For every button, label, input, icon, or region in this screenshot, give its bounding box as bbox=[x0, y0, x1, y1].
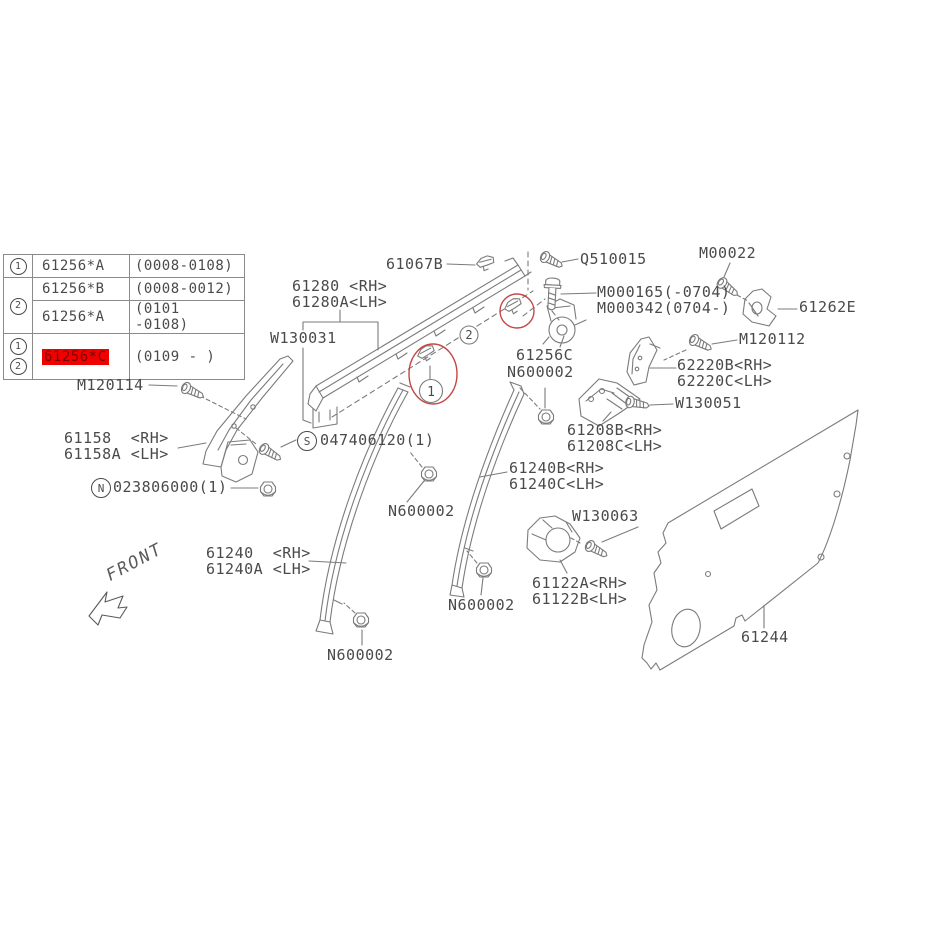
table-row: 61256*A (0101 -0108) bbox=[4, 300, 245, 334]
clip-icon bbox=[415, 344, 436, 363]
part-number-cell: 61256*B bbox=[32, 277, 130, 301]
callouts bbox=[418, 325, 479, 404]
part-label-n600002-a: N600002 bbox=[507, 363, 574, 381]
n-badge: N bbox=[91, 478, 111, 498]
part-label-61067b: 61067B bbox=[386, 255, 444, 273]
part-label-m00022: M00022 bbox=[699, 244, 757, 262]
clip-icon bbox=[475, 254, 495, 272]
part-label-w130051: W130051 bbox=[675, 394, 742, 412]
leader-61280-bracket bbox=[302, 309, 379, 424]
highlighted-part-number: 61256*C bbox=[42, 348, 109, 365]
part-label-m120114: M120114 bbox=[77, 376, 144, 394]
callout-2: 2 bbox=[465, 328, 472, 342]
callout-badge: 2 bbox=[9, 297, 27, 315]
table-row: 1 2 61256*C (0109 - ) bbox=[3, 333, 245, 380]
callout-badge: 2 bbox=[9, 358, 27, 375]
date-range-cell: (0109 - ) bbox=[129, 333, 245, 380]
part-label-m120112: M120112 bbox=[739, 330, 806, 348]
s-badge: S bbox=[297, 431, 317, 451]
clip-icon bbox=[502, 297, 523, 316]
part-label-023806000: 023806000(1) bbox=[113, 478, 228, 496]
callout-1: 1 bbox=[427, 385, 435, 400]
table-row: 1 61256*A (0008-0108) bbox=[3, 254, 245, 278]
part-label-n600002-c: N600002 bbox=[448, 596, 515, 614]
callout-badge: 1 bbox=[9, 258, 27, 276]
nut-icon bbox=[537, 409, 555, 425]
bolt-icon bbox=[179, 380, 207, 403]
part-label-61240b: 61240B<RH> 61240C<LH> bbox=[509, 459, 605, 493]
bolt-icon bbox=[256, 441, 285, 465]
applicability-table: 1 61256*A (0008-0108) 2 61256*B (0008-00… bbox=[3, 254, 245, 380]
bolt-icon bbox=[687, 332, 715, 355]
part-label-m000165-m000342: M000165(-0704) M000342(0704-) bbox=[597, 283, 731, 317]
part-label-61262e: 61262E bbox=[799, 298, 857, 316]
bolt-icon bbox=[582, 538, 611, 562]
screw-icon bbox=[538, 249, 566, 272]
part-number-cell: 61256*A bbox=[32, 300, 130, 334]
callout-badge: 1 bbox=[9, 338, 27, 355]
bracket-62220 bbox=[626, 336, 661, 386]
red-highlight-ellipse bbox=[408, 343, 458, 405]
part-label-n600002-b: N600002 bbox=[388, 502, 455, 520]
table-row: 2 61256*B (0008-0012) bbox=[3, 277, 245, 334]
nut-icon bbox=[352, 612, 370, 628]
red-annotations bbox=[408, 293, 535, 405]
sash-rail-61280 bbox=[307, 257, 532, 429]
pillar-sash-61158 bbox=[202, 355, 294, 483]
part-label-w130031: W130031 bbox=[270, 329, 337, 347]
part-label-61280: 61280 <RH> 61280A<LH> bbox=[292, 277, 388, 311]
nut-icon bbox=[259, 481, 277, 497]
dashed-connectors bbox=[199, 294, 749, 614]
part-label-62220: 62220B<RH> 62220C<LH> bbox=[677, 356, 773, 390]
part-label-61244: 61244 bbox=[741, 628, 789, 646]
front-arrow bbox=[88, 591, 128, 626]
part-label-w130063: W130063 bbox=[572, 507, 639, 525]
part-label-q510015: Q510015 bbox=[580, 250, 647, 268]
bolt-icon bbox=[542, 277, 562, 311]
door-cover-61244 bbox=[641, 409, 859, 671]
leader-lines bbox=[148, 258, 798, 646]
part-number-cell: 61256*A bbox=[32, 254, 130, 278]
callout-numbers: 2 1 bbox=[427, 328, 473, 400]
part-label-61122: 61122A<RH> 61122B<LH> bbox=[532, 574, 628, 608]
channel-61240 bbox=[315, 382, 411, 635]
part-label-61158: 61158 <RH> 61158A <LH> bbox=[64, 429, 169, 463]
bracket-61262e bbox=[742, 288, 777, 327]
nut-icon bbox=[475, 562, 493, 578]
date-range-cell: (0008-0108) bbox=[129, 254, 245, 278]
part-label-n600002-d: N600002 bbox=[327, 646, 394, 664]
holder-61122 bbox=[526, 515, 581, 563]
part-label-61256c: 61256C bbox=[516, 346, 574, 364]
nut-icon bbox=[420, 466, 438, 482]
red-highlight-circle bbox=[499, 293, 535, 329]
channel-61240b bbox=[449, 381, 525, 598]
date-range-cell: (0101 -0108) bbox=[129, 300, 245, 334]
date-range-cell: (0008-0012) bbox=[129, 277, 245, 301]
part-label-61208: 61208B<RH> 61208C<LH> bbox=[567, 421, 663, 455]
part-label-61240: 61240 <RH> 61240A <LH> bbox=[206, 544, 311, 578]
part-label-047406120: 047406120(1) bbox=[320, 431, 435, 449]
